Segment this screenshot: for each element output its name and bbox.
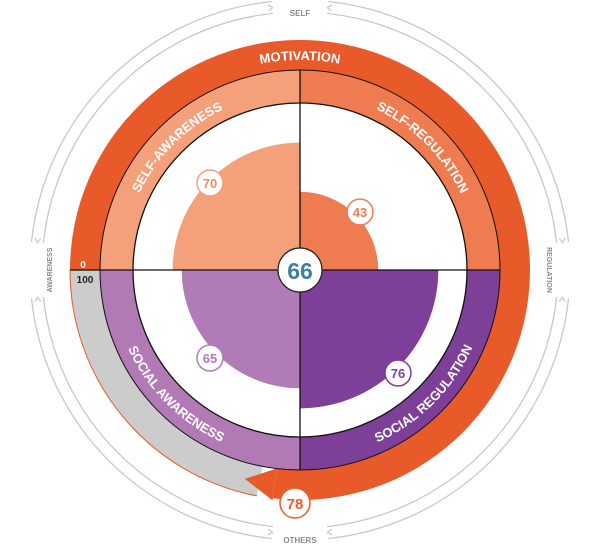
motivation-track-edge — [69, 269, 257, 497]
arrowhead-icon — [267, 4, 274, 12]
arrowhead-icon — [326, 528, 333, 536]
arrowhead-icon — [326, 4, 333, 12]
band-self-awareness — [100, 70, 300, 270]
wedge-self-regulation — [300, 191, 379, 270]
quadrant-bands — [100, 70, 500, 470]
score-social-awareness: 65 — [196, 344, 224, 372]
guide-arc — [326, 296, 558, 528]
motivation-track — [69, 270, 263, 496]
inner-circle-outline — [132, 102, 468, 438]
motivation-label: MOTIVATION — [258, 48, 341, 67]
wedge-social-awareness — [181, 270, 300, 389]
label-others: OTHERS — [283, 536, 317, 545]
scale-max: 100 — [77, 275, 94, 286]
band-social-regulation — [300, 270, 500, 470]
guide-arc — [30, 298, 272, 540]
band-self-regulation — [300, 70, 500, 270]
arrowhead-icon — [34, 237, 42, 244]
guide-arc — [326, 12, 558, 244]
score-self-awareness: 70 — [196, 169, 224, 197]
guide-arc — [328, 0, 570, 242]
wedge-social-regulation — [300, 270, 439, 409]
svg-text:70: 70 — [203, 176, 217, 191]
guide-arc — [328, 298, 570, 540]
svg-text:78: 78 — [287, 496, 304, 513]
arrowhead-icon — [34, 296, 42, 303]
svg-text:66: 66 — [287, 258, 313, 284]
arrowhead-icon — [558, 296, 566, 303]
score-social-regulation: 76 — [384, 359, 412, 387]
band-outline — [99, 69, 501, 471]
band-social-awareness — [100, 270, 300, 470]
score-motivation: 78 — [279, 487, 311, 519]
arrowhead-icon — [558, 237, 566, 244]
label-regulation: REGULATION — [545, 247, 552, 293]
label-self: SELF — [290, 9, 311, 18]
motivation-pointer — [244, 468, 277, 501]
guide-arc — [30, 0, 272, 242]
guide-arc — [42, 296, 274, 528]
arrowhead-icon — [267, 528, 274, 536]
scale-min: 0 — [80, 260, 86, 271]
guide-arc — [42, 12, 274, 244]
wedge-self-awareness — [172, 142, 300, 270]
svg-text:76: 76 — [391, 366, 405, 381]
motivation-ring — [69, 39, 530, 501]
label-awareness: AWARENESS — [47, 247, 54, 292]
overall-score: 66 — [277, 247, 323, 293]
outer-guide-arrows — [30, 0, 570, 540]
svg-text:43: 43 — [353, 205, 367, 220]
svg-text:65: 65 — [203, 351, 217, 366]
score-self-regulation: 43 — [346, 198, 374, 226]
quadrant-wedges — [172, 142, 439, 409]
